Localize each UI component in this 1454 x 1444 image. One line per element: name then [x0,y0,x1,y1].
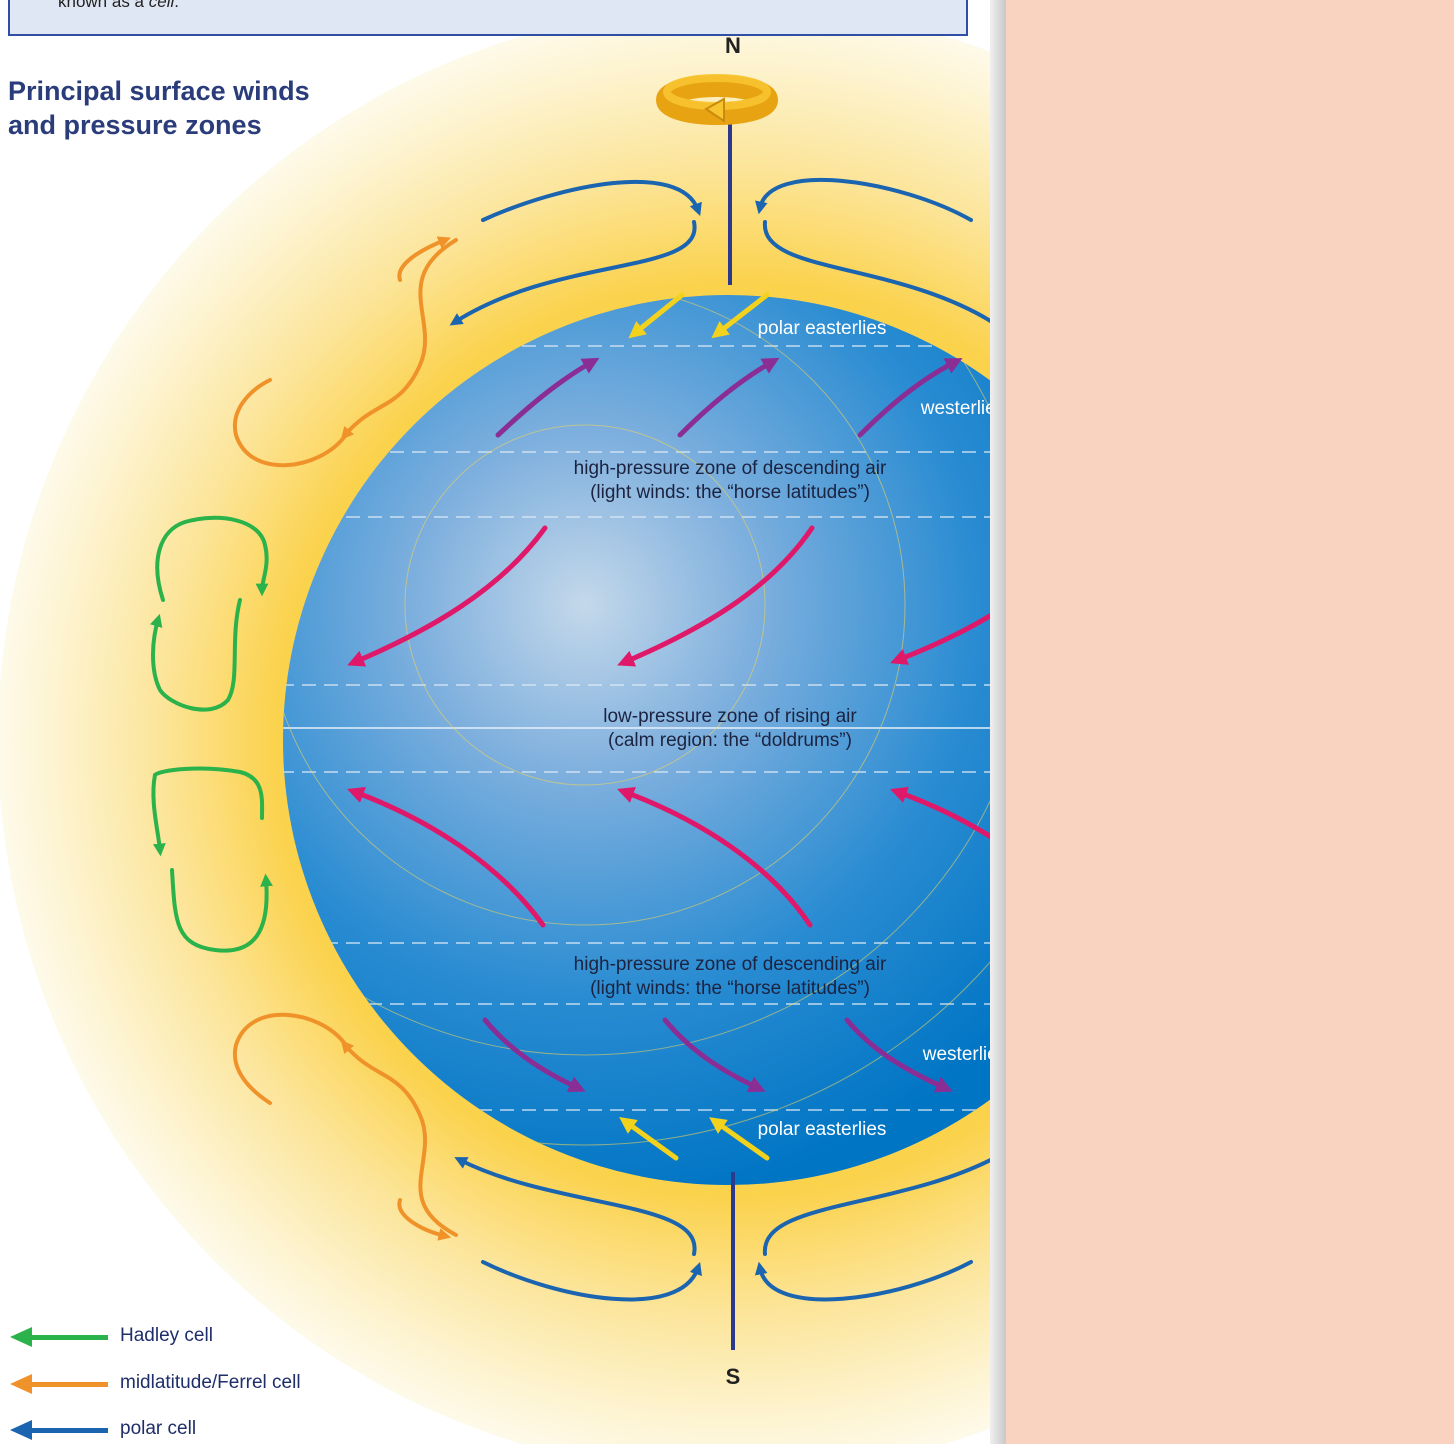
label-low-pressure-line2: (calm region: the “doldrums”) [608,730,852,751]
label-low-pressure-line1: low-pressure zone of rising air [603,706,857,727]
ferrel-cell-arrow [340,238,458,440]
polar-cell-arrow [454,1157,697,1256]
intro-text-end: . [174,0,179,11]
polar-cell-arrow [481,1260,702,1302]
diagram-title: Principal surface winds and pressure zon… [8,76,310,140]
label-westerlies-north: westerlies [920,398,990,419]
legend-arrow-polar [10,1420,108,1440]
intro-box: known as a cell. [8,0,968,36]
axis-label-north: N [725,33,741,58]
label-polar-easterlies-south: polar easterlies [758,1119,887,1140]
trade-wind-arrow [347,787,546,928]
polar-easterly-arrow [619,1117,679,1161]
intro-text-emphasis: cell [148,0,175,11]
hadley-cell-arrow [155,515,269,602]
polar-easterly-arrow [628,292,685,339]
circulation-diagram: N S [0,5,990,1444]
polar-cell-arrow [762,220,990,324]
trade-wind-arrow [617,787,813,928]
legend-label-polar: polar cell [120,1418,197,1439]
hadley-cell-arrow [150,598,242,712]
polar-easterly-arrow [709,1117,770,1161]
intro-text-start: known as a [58,0,149,11]
rotation-icon [656,74,778,125]
legend-label-hadley: Hadley cell [120,1325,213,1346]
trade-wind-arrow [890,786,990,840]
legend-arrow-hadley [10,1327,108,1347]
label-high-pressure-north-line1: high-pressure zone of descending air [574,458,887,479]
label-high-pressure-north-line2: (light winds: the “horse latitudes”) [590,482,870,503]
axis-label-south: S [726,1364,741,1389]
hadley-cell-arrow [151,773,166,857]
westerly-arrow [677,357,780,438]
hadley-cell-arrow [170,868,273,953]
westerly-arrow [662,1017,766,1093]
legend-label-ferrel: midlatitude/Ferrel cell [120,1372,301,1393]
label-high-pressure-south-line2: (light winds: the “horse latitudes”) [590,978,870,999]
intro-text: known as a cell. [58,0,179,12]
ferrel-cell-arrow [397,1198,452,1241]
polar-cell-arrow [754,1260,973,1302]
ferrel-cell-arrow [232,1012,347,1105]
globe-latitude-lines [283,295,990,1146]
ferrel-cell-arrow [340,1040,458,1237]
side-panel [1006,0,1454,1444]
label-westerlies-south: westerlies [922,1044,990,1065]
westerly-arrow [844,1017,953,1093]
polar-cell-arrow [449,220,697,326]
trade-wind-arrow [890,612,990,665]
label-high-pressure-south-line1: high-pressure zone of descending air [574,954,887,975]
label-polar-easterlies-north: polar easterlies [758,318,887,339]
trade-wind-arrow [347,525,548,667]
polar-cell-arrow [481,179,702,222]
hadley-cell-arrow [153,766,265,820]
trade-wind-arrow [617,525,815,667]
polar-cell-arrow [762,1157,990,1256]
polar-cell-arrow [755,177,973,222]
polar-easterly-arrow [711,292,770,339]
westerly-arrow [857,358,963,438]
westerly-arrow [482,1017,586,1093]
legend-arrow-ferrel [10,1374,108,1394]
ferrel-cell-arrow [397,236,451,282]
column-divider [990,0,1006,1444]
westerly-arrow [495,357,600,438]
ferrel-cell-arrow [232,378,347,468]
